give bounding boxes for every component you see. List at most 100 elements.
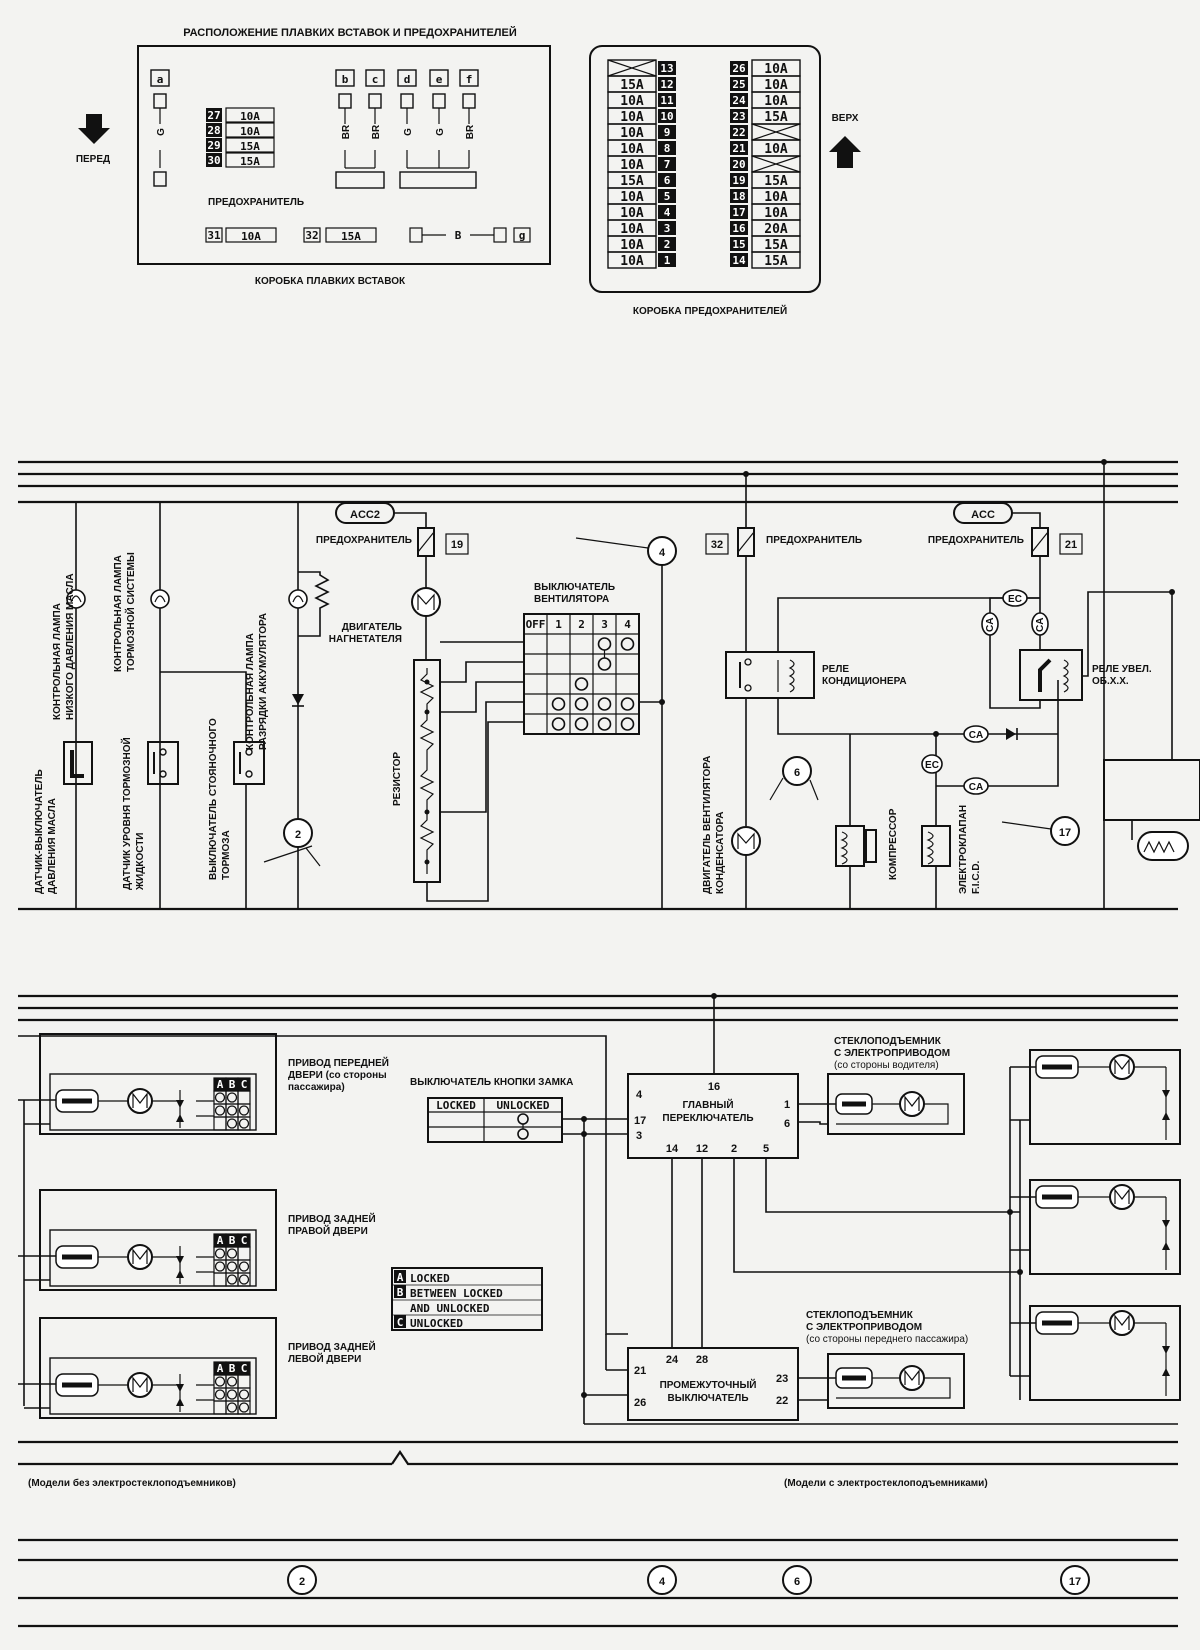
no-windows-note: (Модели без электростеклоподъемников) [28, 1477, 236, 1489]
svg-text:10A: 10A [620, 126, 644, 141]
svg-text:A: A [217, 1362, 224, 1375]
fuse-box-fuse-2: 10A 2 [607, 235, 676, 253]
right-window-unit-2 [1010, 1179, 1181, 1275]
svg-text:15A: 15A [764, 174, 788, 189]
bottom-ref-2: 2 [287, 1565, 317, 1595]
svg-text:4: 4 [659, 1576, 666, 1588]
svg-text:8: 8 [664, 142, 671, 155]
int-pin-22: 22 [776, 1395, 788, 1407]
legend-row-0: LOCKED [410, 1272, 450, 1285]
svg-text:10A: 10A [764, 190, 788, 205]
int-pin-23: 23 [776, 1373, 788, 1385]
compressor-label: КОМПРЕССОР [888, 808, 899, 880]
charge-diode-icon [292, 694, 304, 705]
fusible-link-box-caption: КОРОБКА ПЛАВКИХ ВСТАВОК [255, 276, 406, 287]
front-arrow-icon [78, 114, 110, 144]
fusible-link-d: dG [397, 69, 417, 168]
lock-col-locked: LOCKED [436, 1099, 476, 1112]
svg-text:18: 18 [732, 190, 745, 203]
svg-text:C: C [397, 1316, 404, 1329]
ref-17-label: 17 [1059, 827, 1071, 839]
driver-window-motor-icon [835, 1091, 949, 1125]
svg-text:14: 14 [732, 254, 746, 267]
svg-text:1: 1 [664, 254, 671, 267]
with-windows-note: (Модели с электростеклоподъемниками) [784, 1478, 988, 1489]
fuse-layout-section: РАСПОЛОЖЕНИЕ ПЛАВКИХ ВСТАВОК И ПРЕДОХРАН… [76, 26, 861, 317]
svg-text:15A: 15A [620, 174, 644, 189]
ca-connector-1 [963, 725, 989, 743]
link-box-fuse-label: ПРЕДОХРАНИТЕЛЬ [208, 197, 304, 208]
svg-text:10A: 10A [620, 238, 644, 253]
svg-text:10A: 10A [240, 125, 260, 138]
right-module-box [1103, 759, 1200, 821]
acc2-label: ACC2 [350, 509, 380, 521]
svg-text:10A: 10A [620, 206, 644, 221]
ref-4-label: 4 [659, 547, 666, 559]
svg-text:32: 32 [305, 229, 318, 242]
main-power-window-switch [627, 1073, 799, 1159]
svg-text:C: C [241, 1078, 248, 1091]
svg-text:17: 17 [732, 206, 745, 219]
svg-text:BR: BR [341, 124, 352, 139]
main-pin-12: 12 [696, 1143, 708, 1155]
main-pin-3: 3 [636, 1130, 642, 1142]
oil-pressure-switch [63, 741, 93, 785]
fuse-19-number: 19 [451, 539, 463, 551]
link-box-fuse-31: 31 10A [205, 227, 277, 243]
main-pin-17: 17 [634, 1115, 646, 1127]
bottom-ref-17: 17 [1060, 1565, 1090, 1595]
legend-row-3: UNLOCKED [410, 1317, 463, 1330]
fan-col-OFF: OFF [526, 618, 546, 631]
fan-col-2: 2 [578, 618, 585, 631]
svg-text:C: C [241, 1234, 248, 1247]
main-pin-1: 1 [784, 1099, 790, 1111]
svg-text:9: 9 [664, 126, 671, 139]
svg-text:c: c [372, 73, 379, 86]
svg-text:CA: CA [969, 782, 983, 793]
fuse-32-number: 32 [711, 539, 723, 551]
svg-text:13: 13 [660, 62, 673, 75]
svg-text:f: f [466, 73, 473, 86]
svg-text:10A: 10A [620, 94, 644, 109]
legend-row-2: AND UNLOCKED [410, 1302, 490, 1315]
svg-text:3: 3 [664, 222, 671, 235]
svg-text:a: a [157, 73, 164, 86]
fusible-link-b: bBR [335, 69, 355, 168]
ac-relay [725, 651, 815, 699]
svg-text:G: G [156, 128, 167, 136]
main-pin-5: 5 [763, 1143, 769, 1155]
right-window-unit-3 [1010, 1305, 1181, 1401]
svg-text:10A: 10A [620, 158, 644, 173]
fuse-box-fuse-9: 10A 9 [607, 123, 676, 141]
fuse-21-label: ПРЕДОХРАНИТЕЛЬ [928, 535, 1024, 546]
svg-text:2: 2 [664, 238, 671, 251]
svg-text:10A: 10A [620, 254, 644, 269]
svg-text:15A: 15A [764, 238, 788, 253]
oil-pressure-lamp-icon [66, 589, 86, 609]
svg-text:d: d [404, 73, 411, 86]
svg-text:A: A [397, 1271, 404, 1284]
right-window-actuators [1007, 1049, 1181, 1401]
